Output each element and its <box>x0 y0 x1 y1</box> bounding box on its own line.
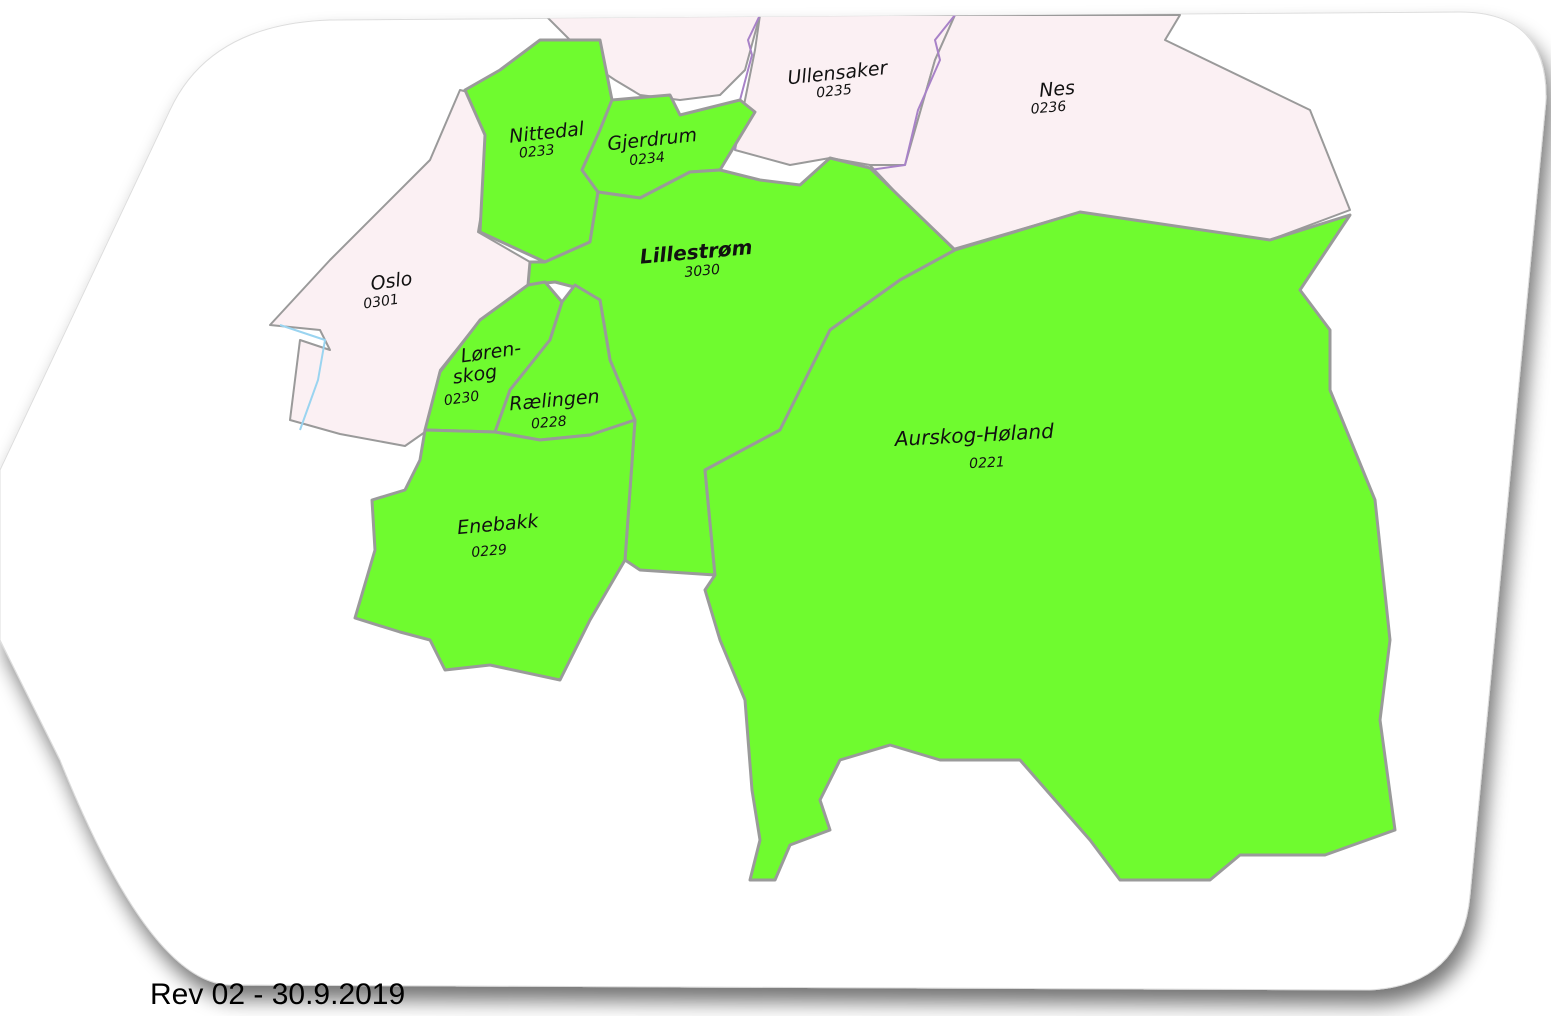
water-line <box>279 324 326 431</box>
svg-text:Nes: Nes <box>1038 77 1076 102</box>
label-oslo: Oslo 0301 <box>362 268 413 313</box>
svg-text:0229: 0229 <box>471 542 508 561</box>
svg-text:0235: 0235 <box>816 82 853 102</box>
revision-label: Rev 02 - 30.9.2019 <box>150 978 406 1011</box>
label-nes: Nes 0236 <box>1030 77 1076 118</box>
region-oslo <box>269 89 531 447</box>
svg-text:0301: 0301 <box>362 292 400 313</box>
svg-text:0228: 0228 <box>530 413 567 432</box>
region-aurskog-holand <box>703 210 1397 882</box>
svg-text:0221: 0221 <box>969 454 1005 472</box>
svg-text:3030: 3030 <box>684 262 721 281</box>
svg-text:0236: 0236 <box>1030 99 1067 118</box>
region-enebakk <box>353 418 637 682</box>
county-border-east <box>869 14 956 171</box>
svg-text:0230: 0230 <box>443 388 481 409</box>
svg-text:0233: 0233 <box>518 142 555 162</box>
svg-text:0234: 0234 <box>628 150 665 170</box>
